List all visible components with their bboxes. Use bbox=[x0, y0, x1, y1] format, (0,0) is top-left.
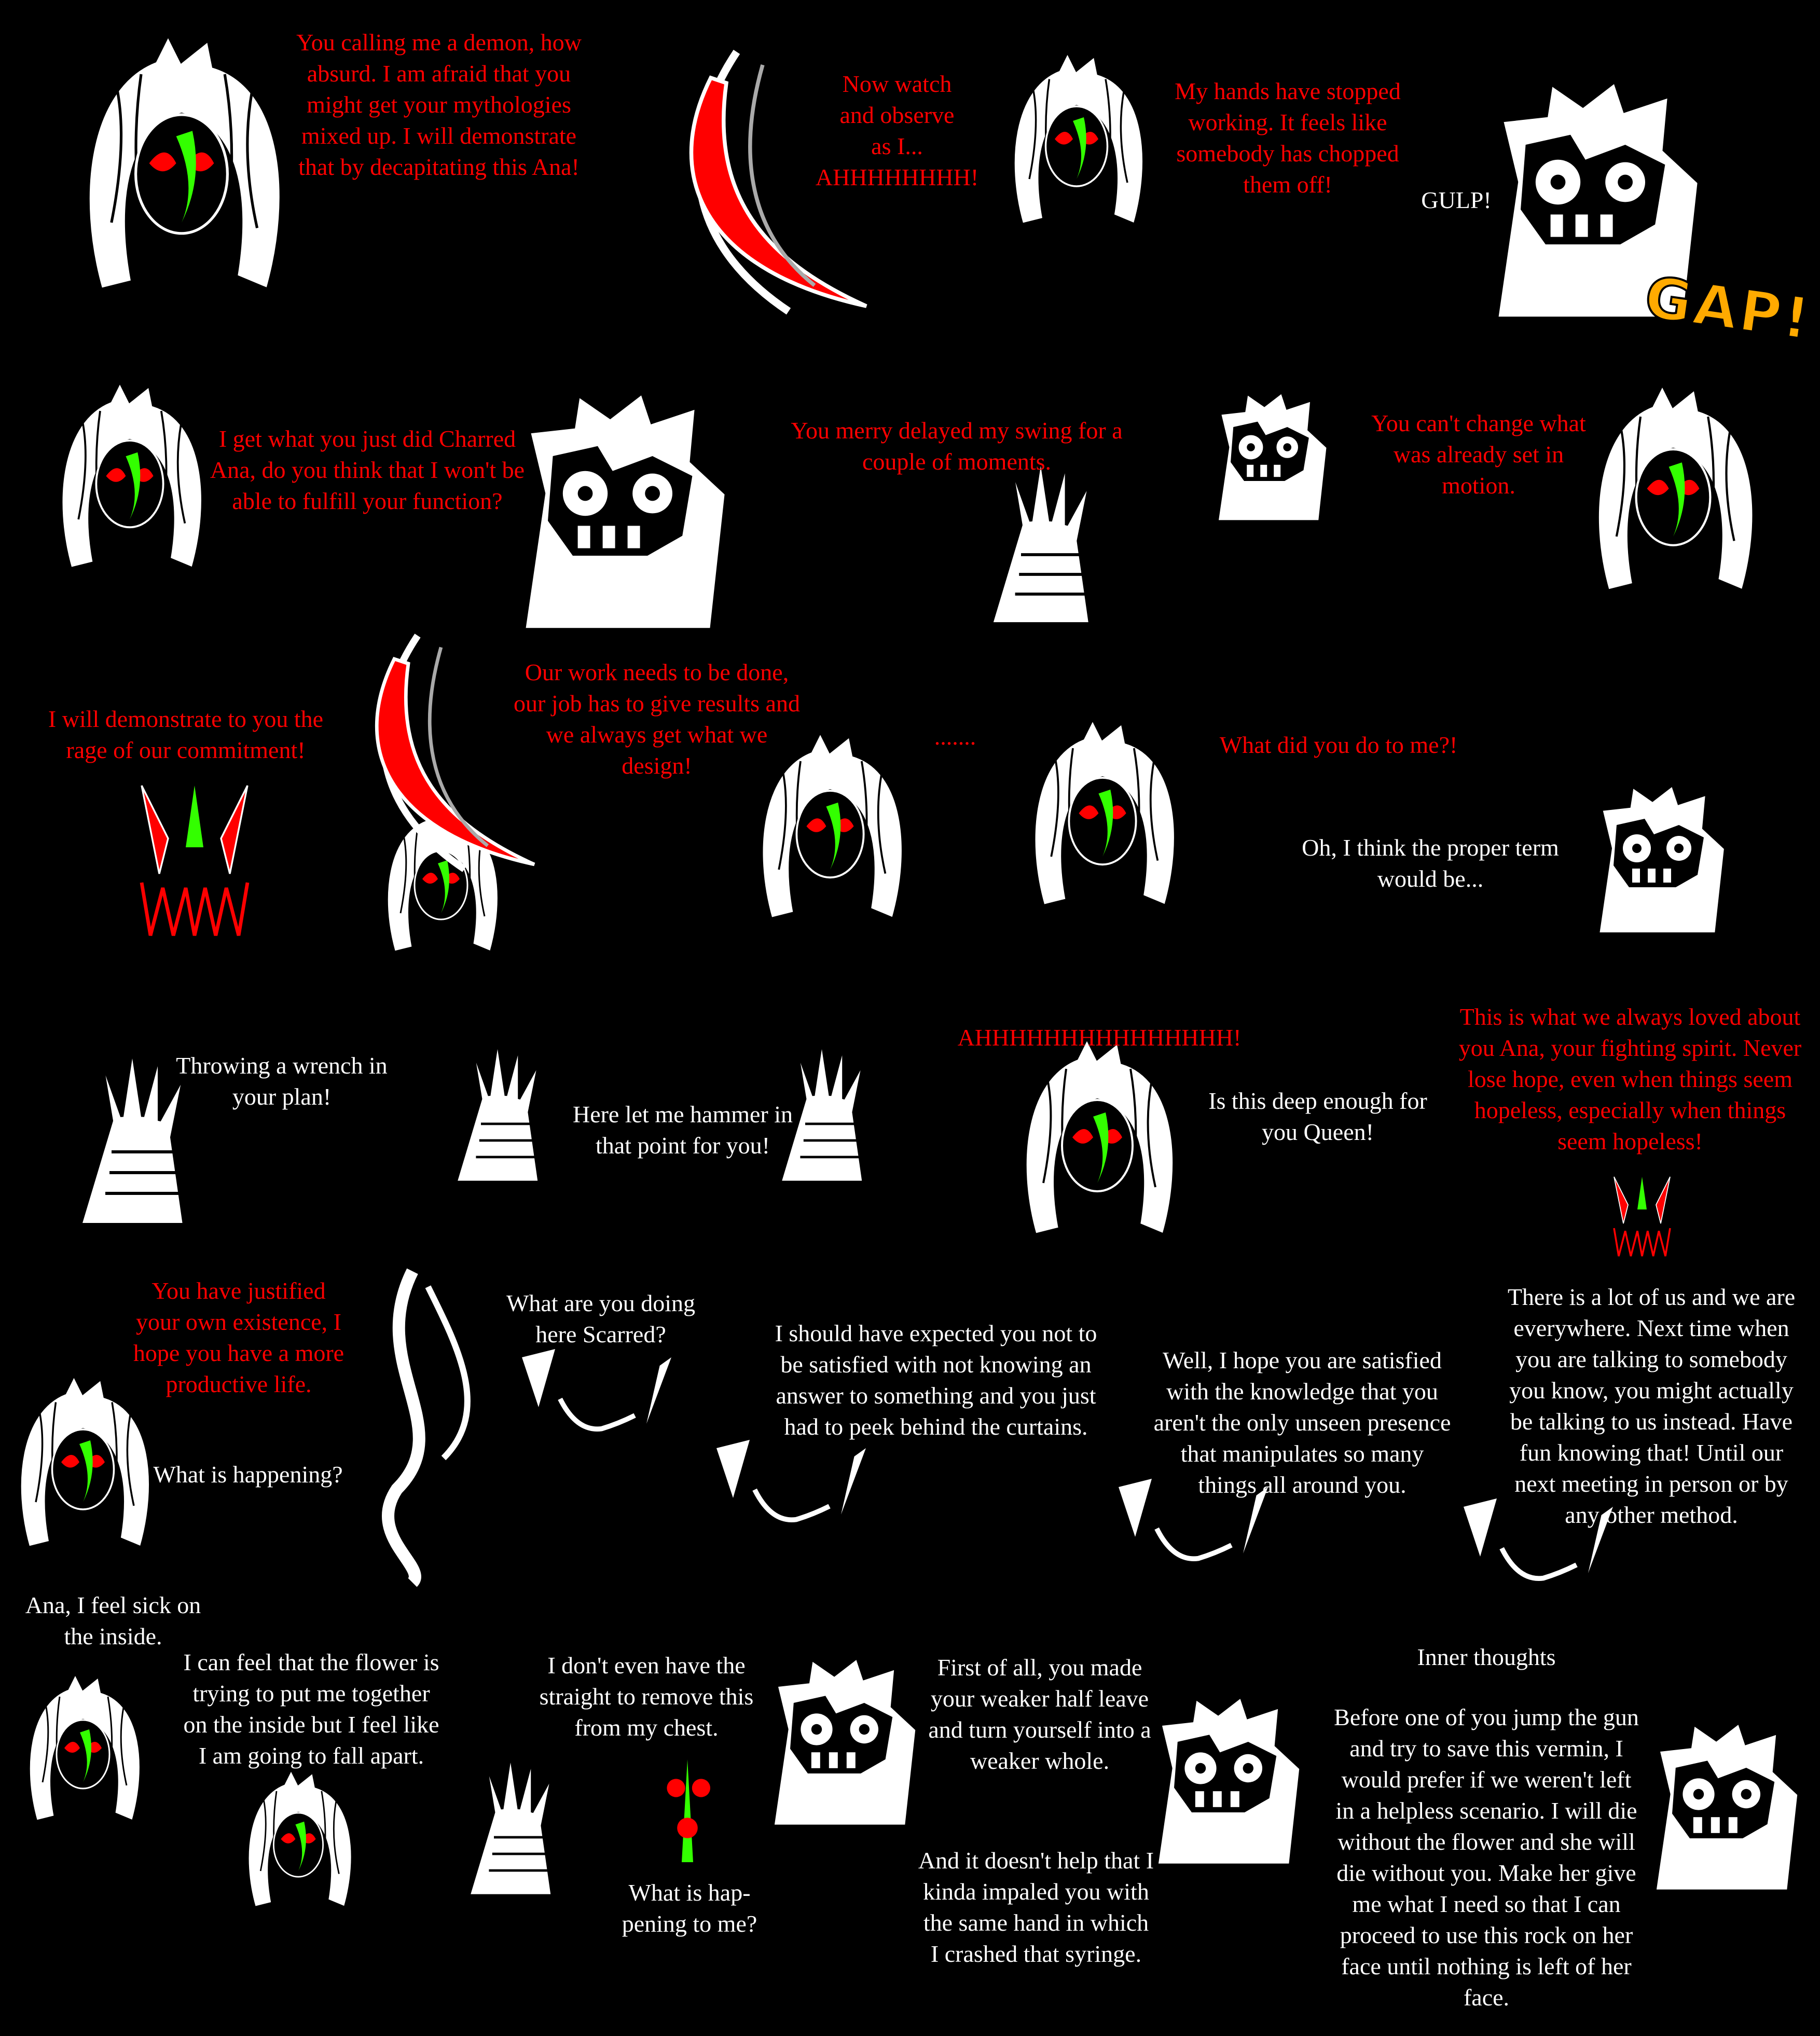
caption-jump-the-gun: Before one of you jump the gun and try t… bbox=[1334, 1704, 1639, 2011]
mask-drawing-icon bbox=[1596, 782, 1728, 936]
caption-now-watch: Now watch and observe as I... AHHHHHHHH! bbox=[815, 71, 979, 190]
caption-fighting-spirit: This is what we always loved about you A… bbox=[1458, 1003, 1802, 1154]
caption-feel-sick: Ana, I feel sick on the inside. bbox=[25, 1592, 201, 1649]
mask-drawing-icon bbox=[1493, 76, 1703, 322]
caption-lot-of-us: There is a lot of us and we are everywhe… bbox=[1507, 1284, 1796, 1528]
ana-drawing-icon bbox=[1012, 49, 1146, 227]
caption-set-in-motion: You can't change what was already set in… bbox=[1371, 410, 1586, 499]
caption-rage-commitment: I will demonstrate to you the rage of ou… bbox=[48, 706, 324, 763]
mask-drawing-icon bbox=[770, 1654, 919, 1828]
hand-drawing-icon bbox=[78, 1048, 186, 1226]
ana-drawing-icon bbox=[1023, 1034, 1176, 1237]
ana-drawing-icon bbox=[86, 29, 284, 293]
hand-drawing-icon bbox=[467, 1754, 554, 1897]
eyes-drawing-icon bbox=[1464, 1498, 1613, 1581]
caption-delayed-swing: You merry delayed my swing for a couple … bbox=[791, 417, 1123, 475]
ghost-drawing-icon bbox=[382, 1268, 471, 1587]
caption-remove-this: I don't even have the straight to remove… bbox=[539, 1652, 754, 1741]
caption-scream: AHHHHHHHHHHHHHHH! bbox=[957, 1024, 1242, 1051]
caption-demon-taunt: You calling me a demon, how absurd. I am… bbox=[296, 29, 582, 180]
caption-what-are-you-doing: What are you doing here Scarred? bbox=[506, 1290, 696, 1347]
caption-peek-curtains: I should have expected you not to be sat… bbox=[775, 1320, 1097, 1440]
caption-deep-enough: Is this deep enough for you Queen! bbox=[1208, 1088, 1427, 1145]
sfx-gap: GAP! bbox=[1640, 263, 1817, 354]
caption-what-is-happening: What is happening? bbox=[153, 1461, 343, 1488]
ana-drawing-icon bbox=[246, 1767, 353, 1909]
flower-drawing-icon bbox=[667, 1759, 710, 1862]
caption-flower: I can feel that the flower is trying to … bbox=[183, 1649, 439, 1769]
ana-drawing-icon bbox=[18, 1372, 152, 1550]
mask-drawing-icon bbox=[520, 387, 730, 633]
caption-what-did-you-do: What did you do to me?! bbox=[1219, 732, 1458, 758]
demon-drawing-icon bbox=[1613, 1176, 1671, 1257]
eyes-drawing-icon bbox=[522, 1349, 671, 1432]
caption-proper-term: Oh, I think the proper term would be... bbox=[1302, 834, 1559, 892]
caption-hands-stopped: My hands have stopped working. It feels … bbox=[1175, 78, 1401, 198]
mask-drawing-icon bbox=[1215, 390, 1329, 523]
caption-weaker-half: First of all, you made your weaker half … bbox=[928, 1654, 1151, 1774]
caption-unseen-presence: Well, I hope you are satisfied with the … bbox=[1153, 1347, 1451, 1498]
caption-wrench: Throwing a wrench in your plan! bbox=[176, 1052, 388, 1110]
eyes-drawing-icon bbox=[1119, 1479, 1268, 1561]
caption-gulp: GULP! bbox=[1421, 187, 1492, 213]
caption-hammer: Here let me hammer in that point for you… bbox=[572, 1101, 793, 1159]
caption-impaled: And it doesn't help that I kinda impaled… bbox=[918, 1847, 1154, 1967]
mask-drawing-icon bbox=[1652, 1718, 1801, 1893]
mask-drawing-icon bbox=[1154, 1693, 1303, 1867]
eyes-drawing-icon bbox=[716, 1440, 866, 1522]
demon-drawing-icon bbox=[140, 785, 250, 936]
ana-drawing-icon bbox=[760, 728, 905, 921]
ana-drawing-icon bbox=[27, 1670, 142, 1823]
ana-drawing-icon bbox=[1595, 380, 1756, 594]
hand-drawing-icon bbox=[454, 1040, 541, 1184]
caption-our-work: Our work needs to be done, our job has t… bbox=[514, 659, 800, 779]
caption-ellipsis: ....... bbox=[934, 723, 976, 750]
caption-charred-ana: I get what you just did Charred Ana, do … bbox=[210, 425, 525, 514]
scythe-drawing-icon bbox=[375, 634, 535, 872]
caption-justified: You have justified your own existence, I… bbox=[133, 1277, 344, 1397]
hand-drawing-icon bbox=[778, 1040, 865, 1184]
ana-drawing-icon bbox=[59, 378, 204, 571]
ana-drawing-icon bbox=[1032, 715, 1177, 908]
caption-inner-thoughts: Inner thoughts bbox=[1417, 1644, 1556, 1670]
hand-drawing-icon bbox=[989, 456, 1092, 625]
caption-happening-to-me: What is hap- pening to me? bbox=[622, 1879, 757, 1937]
scythe-drawing-icon bbox=[689, 49, 867, 315]
